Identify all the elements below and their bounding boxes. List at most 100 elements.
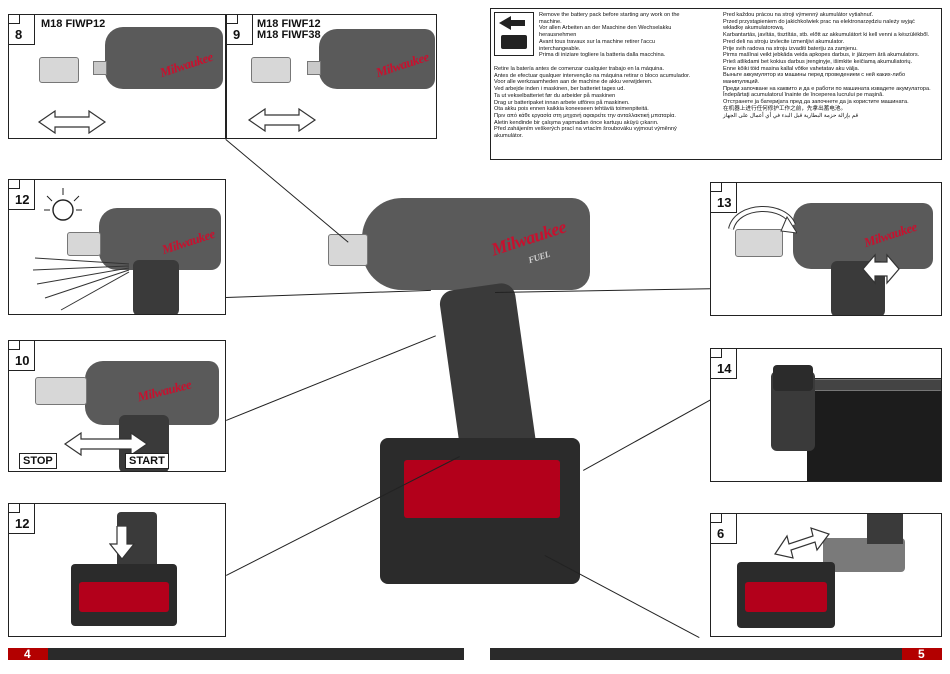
battery-removal-warning: Remove the battery pack before starting … bbox=[490, 8, 942, 160]
warning-line: Drag ur batteripaket innan arbete utföre… bbox=[494, 99, 630, 106]
belt-illustration bbox=[807, 379, 941, 391]
model-title-line: M18 FIWF38 bbox=[257, 29, 321, 41]
warning-line: قم بإزالة حزمة البطارية قبل البدء في أي … bbox=[723, 112, 859, 119]
warning-line: Преди започване на каквито и да е работи… bbox=[723, 85, 931, 92]
tool-grip bbox=[867, 514, 903, 544]
panel-step-14: 14 bbox=[710, 348, 942, 482]
impact-wrench-head bbox=[105, 27, 223, 89]
tool-head bbox=[362, 198, 590, 290]
warning-line: Před zahájením veškerých prací na vrtací… bbox=[494, 126, 677, 133]
step-number: 13 bbox=[711, 183, 737, 213]
main-impact-wrench: Milwaukee FUEL bbox=[322, 190, 592, 590]
warning-line: Voor alle werkzaamheden aan de machine d… bbox=[494, 79, 653, 86]
step-number-text: 6 bbox=[717, 526, 725, 541]
warning-line: machine. bbox=[539, 18, 562, 25]
footer-bar bbox=[490, 648, 902, 660]
step-number-text: 10 bbox=[15, 353, 30, 368]
warning-line: Enne kõiki töid masina kallal võtke vahe… bbox=[723, 65, 860, 72]
footer-bar-accent bbox=[902, 648, 942, 660]
battery-remove-arrow-icon bbox=[499, 16, 527, 49]
step-number: 12 bbox=[9, 504, 35, 534]
warning-line: Karbantartás, javítás, tisztítás, stb. e… bbox=[723, 32, 930, 39]
model-title: M18 FIWP12 bbox=[41, 19, 105, 30]
light-bulb-icon bbox=[44, 188, 82, 221]
panel-step-8: 8 M18 FIWP12 Milwaukee bbox=[8, 14, 226, 139]
warning-line: wkładkę akumulatorową. bbox=[723, 25, 785, 32]
panel-step-12-battery: 12 bbox=[8, 503, 226, 637]
warning-line: Pred deli na stroju izvlecite izmenljivi… bbox=[723, 38, 845, 45]
step-number-text: 9 bbox=[233, 27, 241, 42]
warning-line: Vor allen Arbeiten an der Maschine den W… bbox=[539, 25, 672, 32]
warning-column-2: Pred každou prácou na stroji výmenný aku… bbox=[723, 12, 939, 119]
step-number-text: 8 bbox=[15, 27, 23, 42]
double-arrow-icon bbox=[37, 109, 107, 135]
step-number: 10 bbox=[9, 341, 35, 371]
double-arrow-icon bbox=[862, 253, 900, 285]
impact-wrench-body bbox=[99, 208, 221, 270]
panel-step-10: 10 Milwaukee STOP START bbox=[8, 340, 226, 472]
warning-line: Prieš atlikdami bet kokius darbus įrengi… bbox=[723, 58, 913, 65]
model-title-line: M18 FIWP12 bbox=[41, 18, 106, 30]
double-arrow-icon bbox=[63, 431, 149, 457]
warning-line: Przed przystąpieniem do jakichkolwiek pr… bbox=[723, 18, 915, 25]
warning-line: Отстранете ја батеријата пред да започне… bbox=[723, 99, 909, 106]
warning-line: Выньте аккумулятор из машины перед прове… bbox=[723, 72, 906, 79]
warning-line: Πριν από κάθε εργασία στη μηχανή αφαιρεί… bbox=[494, 112, 676, 119]
socket bbox=[35, 377, 87, 405]
footer-bar bbox=[48, 648, 464, 660]
step-number: 14 bbox=[711, 349, 737, 379]
stop-label: STOP bbox=[19, 453, 57, 469]
impact-wrench-body bbox=[85, 361, 219, 425]
panel-step-6: 6 bbox=[710, 513, 942, 637]
warning-line: 在机器上进行任何修护工作之前，先拿出蓄电池。 bbox=[723, 105, 847, 112]
battery-red-band bbox=[404, 460, 560, 518]
panel-step-12-light: 12 Milwaukee bbox=[8, 179, 226, 315]
warning-line: Aletin kendinde bir çalışma yapmadan önc… bbox=[494, 119, 659, 126]
warning-line: Prima di iniziare togliere la batteria d… bbox=[539, 52, 666, 59]
page-number: 4 bbox=[24, 647, 31, 661]
warning-line: манипуляций. bbox=[723, 79, 760, 86]
warning-line: Antes de efectuar qualquer intervenção n… bbox=[494, 72, 691, 79]
step-number-text: 13 bbox=[717, 195, 732, 210]
shirt-illustration bbox=[807, 349, 941, 379]
step-number: 9 bbox=[227, 15, 253, 45]
step-number: 12 bbox=[9, 180, 35, 210]
warning-column-1b: Retire la batería antes de comenzar cual… bbox=[494, 66, 716, 140]
warning-line: Ota akku pois ennen kaikkia koneeseen te… bbox=[494, 106, 649, 113]
warning-line: Pirms mašīnai veikt jebkāda veida apkope… bbox=[723, 52, 920, 59]
square-anvil bbox=[93, 61, 107, 75]
panel-step-9: 9 M18 FIWF12 M18 FIWF38 Milwaukee bbox=[226, 14, 437, 139]
leader-line bbox=[544, 555, 700, 639]
warning-line: Remove the battery pack before starting … bbox=[539, 12, 680, 18]
panel-step-13: 13 Milwaukee bbox=[710, 182, 942, 316]
battery-red-band bbox=[79, 582, 169, 612]
model-title-line: M18 FIWF12 bbox=[257, 18, 321, 30]
battery-pack bbox=[773, 365, 813, 391]
double-arrow-icon bbox=[774, 527, 830, 559]
square-anvil bbox=[328, 234, 368, 266]
step-number-text: 12 bbox=[15, 516, 30, 531]
socket bbox=[735, 229, 783, 257]
start-label: START bbox=[125, 453, 169, 469]
step-number-text: 14 bbox=[717, 361, 732, 376]
remove-battery-icon bbox=[494, 12, 534, 56]
warning-line: Prije svih radova na stroju izvaditi bat… bbox=[723, 45, 858, 52]
warning-line: akumulátor. bbox=[494, 133, 523, 140]
socket bbox=[251, 57, 291, 83]
step-number-text: 12 bbox=[15, 192, 30, 207]
square-anvil bbox=[307, 61, 321, 75]
impact-wrench-body bbox=[793, 203, 933, 269]
warning-line: Îndepărtaţi acumulatorul înainte de înce… bbox=[723, 92, 884, 99]
press-arrow-icon bbox=[109, 526, 135, 560]
battery-red-band bbox=[745, 582, 827, 612]
light-beam-icon bbox=[32, 257, 130, 311]
warning-line: interchangeable. bbox=[539, 45, 581, 52]
warning-line: Retire la batería antes de comenzar cual… bbox=[494, 66, 665, 72]
step-number: 6 bbox=[711, 514, 737, 544]
warning-line: Pred každou prácou na stroji výmenný aku… bbox=[723, 12, 874, 18]
trousers-illustration bbox=[807, 377, 941, 481]
warning-line: Avant tous travaux sur la machine retire… bbox=[539, 38, 655, 45]
footer-bar-accent bbox=[8, 648, 48, 660]
warning-line: Ved arbejde inden i maskinen, ber batter… bbox=[494, 86, 625, 93]
warning-line: herausnehmen bbox=[539, 32, 577, 39]
